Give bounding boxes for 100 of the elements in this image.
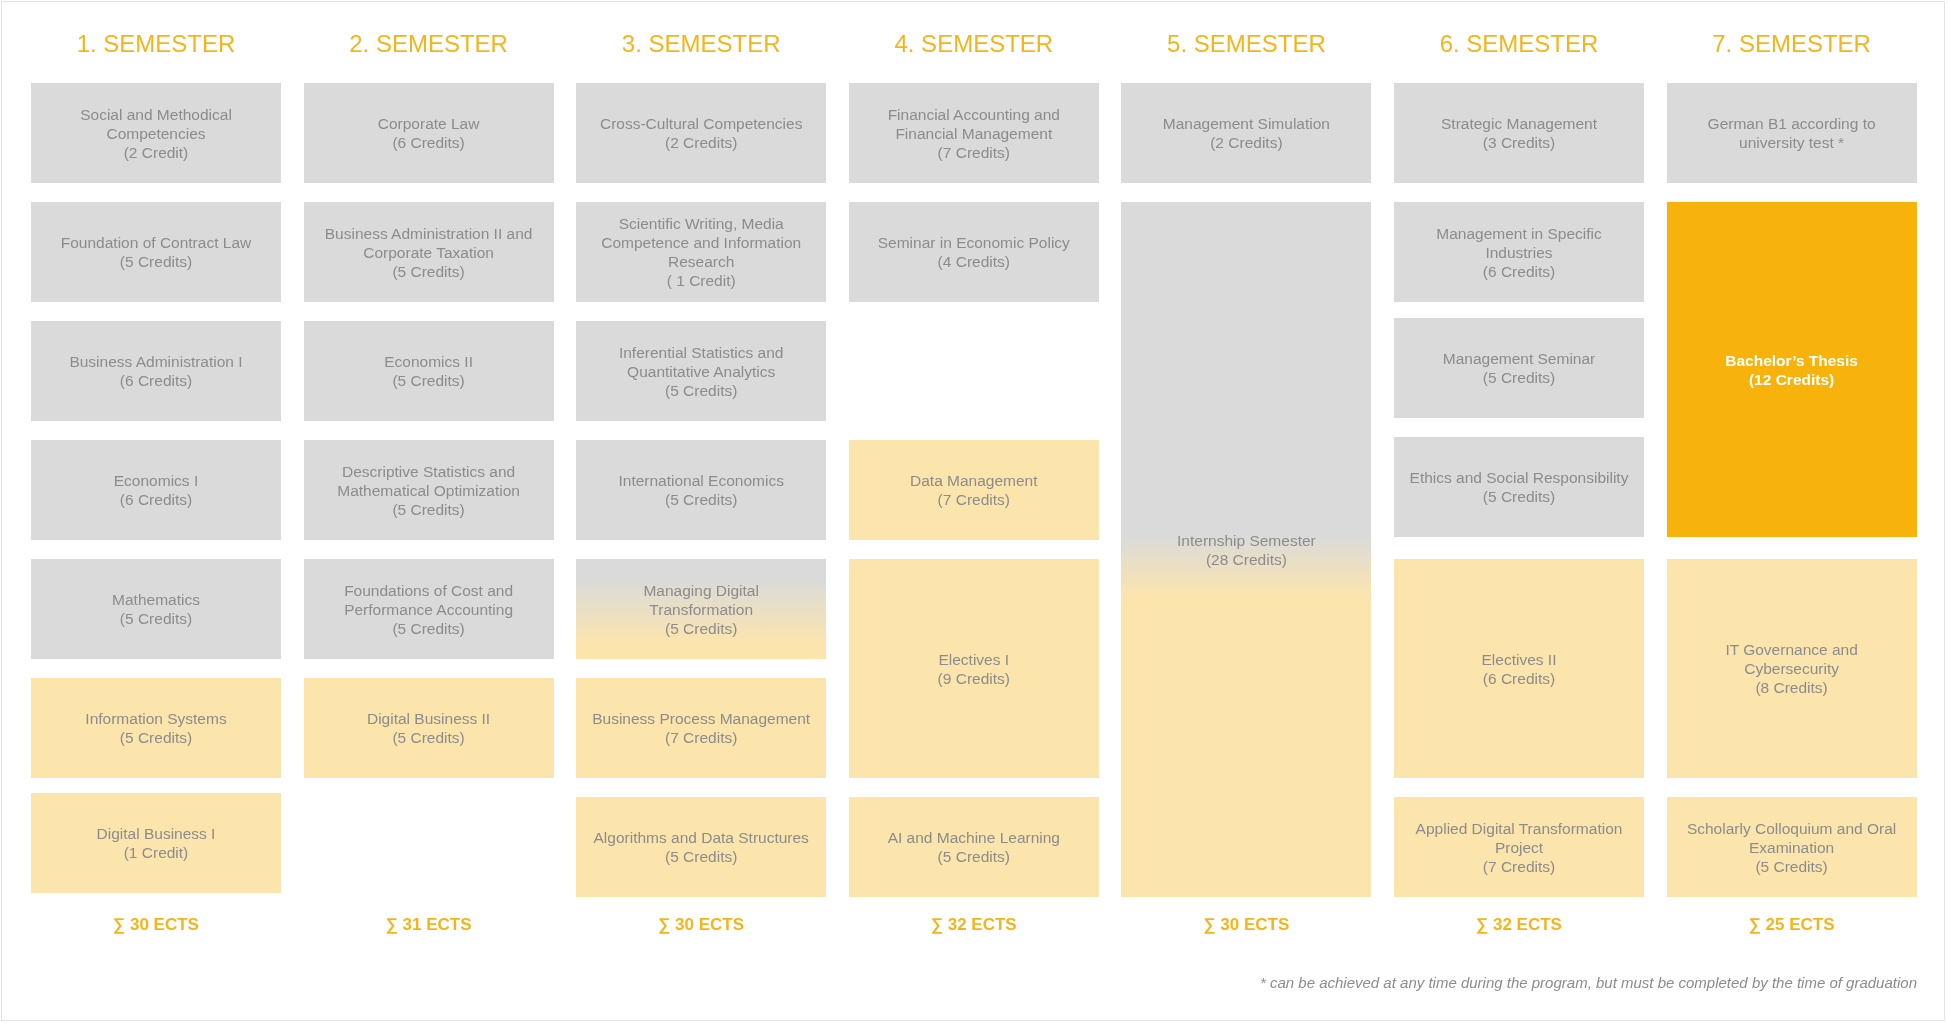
course-name: International Economics — [618, 471, 784, 490]
course-name: Business Administration II and Corporate Taxation — [323, 223, 534, 262]
course-name: Seminar in Economic Policy — [877, 233, 1070, 252]
course-name: Cross-Cultural Competencies — [599, 114, 803, 133]
credit-text: (3 Credits) — [1482, 133, 1556, 152]
credit-text: (5 Credits) — [1482, 487, 1556, 506]
course-name: Strategic Management — [1441, 114, 1597, 133]
course-name: Business Administration I — [69, 352, 243, 371]
credit-text: (5 Credits) — [937, 847, 1010, 866]
course-name: Scientific Writing, Media Competence and Information Research — [600, 214, 803, 271]
course-box — [848, 797, 1099, 897]
semester-heading: 1. SEMESTER — [75, 30, 237, 58]
credit-text: (28 Credits) — [1205, 549, 1287, 569]
ects-total: ∑ 30 ECTS — [1202, 915, 1291, 935]
course-name: Internship Semester — [1177, 530, 1316, 550]
course-name: Financial Accounting and Financial Management — [886, 104, 1061, 143]
course-name: Information Systems — [85, 709, 227, 728]
course-box — [31, 793, 281, 893]
ects-total: ∑ 30 ECTS — [657, 915, 746, 935]
ects-total: ∑ 25 ECTS — [1747, 915, 1836, 935]
semester-heading: 2. SEMESTER — [348, 30, 509, 58]
credit-text: (6 Credits) — [119, 371, 193, 390]
credit-text: (5 Credits) — [665, 618, 738, 638]
course-name: Foundation of Contract Law — [60, 233, 252, 252]
course-box — [848, 440, 1099, 540]
course-name: Ethics and Social Responsibility — [1409, 468, 1629, 487]
course-box — [303, 321, 554, 421]
credit-text: (5 Credits) — [392, 499, 465, 519]
credit-text: (6 Credits) — [119, 490, 193, 509]
course-name: Electives II — [1481, 649, 1557, 669]
course-box — [31, 321, 281, 421]
course-name: Bachelor’s Thesis — [1725, 350, 1858, 370]
course-box — [31, 559, 281, 659]
course-box — [303, 202, 554, 302]
course-box — [1394, 318, 1644, 418]
course-box — [576, 83, 827, 183]
course-name: Economics II — [384, 352, 473, 371]
credit-text: (5 Credits) — [1755, 856, 1828, 876]
course-box — [303, 440, 554, 540]
course-box — [848, 83, 1099, 183]
course-box — [576, 678, 827, 778]
course-box — [1666, 559, 1917, 778]
course-box — [848, 559, 1099, 778]
course-box — [576, 321, 827, 421]
course-name: Managing Digital Transformation — [642, 580, 760, 619]
course-name: German B1 according to university test * — [1706, 114, 1877, 152]
credit-text: (5 Credits) — [1482, 368, 1556, 387]
course-name: AI and Machine Learning — [887, 828, 1060, 847]
course-name: Electives I — [938, 649, 1010, 669]
course-box — [31, 678, 281, 778]
ects-total: ∑ 32 ECTS — [1475, 915, 1563, 935]
semester-heading: 5. SEMESTER — [1166, 30, 1327, 58]
course-name: Social and Methodical Competencies — [79, 104, 233, 143]
credit-text: (7 Credits) — [937, 490, 1010, 509]
course-name: Algorithms and Data Structures — [593, 828, 809, 847]
course-name: IT Governance and Cybersecurity — [1724, 640, 1859, 678]
course-box — [1394, 797, 1644, 897]
semester-heading: 7. SEMESTER — [1711, 30, 1872, 58]
course-name: Business Process Management — [592, 709, 811, 728]
footnote: * can be achieved at any time during the program, but must be completed by the time of graduation — [1259, 974, 1917, 991]
course-box — [1666, 83, 1917, 183]
course-box — [31, 440, 281, 540]
credit-text: (8 Credits) — [1755, 678, 1828, 697]
credit-text: (5 Credits) — [119, 609, 193, 628]
course-name: Descriptive Statistics and Mathematical Optimization — [336, 461, 521, 500]
course-box — [1394, 83, 1644, 183]
ects-total: ∑ 30 ECTS — [112, 915, 200, 935]
course-box — [576, 202, 827, 302]
course-name: Inferential Statistics and Quantitative Analytics — [617, 342, 785, 381]
course-box — [31, 202, 281, 302]
credit-text: (1 Credit) — [123, 843, 189, 862]
credit-text: (6 Credits) — [392, 133, 465, 152]
course-name: Foundations of Cost and Performance Accounting — [343, 580, 515, 619]
credit-text: (4 Credits) — [937, 252, 1010, 271]
credit-text: (5 Credits) — [665, 847, 738, 866]
course-box — [31, 83, 281, 183]
course-name: Corporate Law — [377, 114, 480, 133]
ects-total: ∑ 31 ECTS — [384, 915, 473, 935]
course-box — [1666, 202, 1917, 537]
semester-heading: 4. SEMESTER — [893, 30, 1055, 58]
semester-heading: 3. SEMESTER — [620, 30, 782, 58]
credit-text: ( 1 Credit) — [666, 271, 736, 290]
course-box — [303, 678, 554, 778]
credit-text: (5 Credits) — [392, 618, 465, 638]
course-name: Applied Digital Transformation Project — [1414, 818, 1624, 857]
course-box — [1666, 797, 1917, 897]
credit-text: (2 Credit) — [123, 142, 189, 162]
course-name: Digital Business II — [367, 709, 491, 728]
credit-text: (6 Credits) — [1482, 668, 1556, 688]
credit-text: (7 Credits) — [1482, 856, 1556, 876]
course-name: Management Simulation — [1162, 114, 1330, 133]
course-name: Scholarly Colloquium and Oral Examination — [1685, 818, 1898, 857]
credit-text: (6 Credits) — [1482, 261, 1556, 281]
course-box — [576, 559, 827, 659]
course-box — [576, 440, 827, 540]
course-name: Management in Specific Industries — [1435, 223, 1603, 262]
credit-text: (5 Credits) — [392, 261, 465, 281]
credit-text: (9 Credits) — [937, 668, 1010, 688]
credit-text: (5 Credits) — [119, 728, 193, 747]
course-name: Management Seminar — [1442, 349, 1596, 368]
